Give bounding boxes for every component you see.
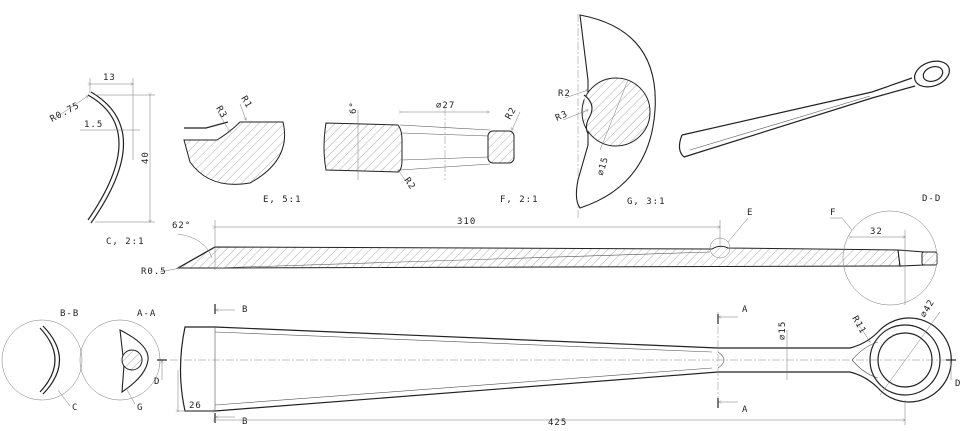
cut-d-left: D xyxy=(154,377,160,387)
section-aa-title: A-A xyxy=(137,309,156,319)
shaft-diameter-15: ⌀15 xyxy=(778,321,788,340)
detail-e-label: E, 5:1 xyxy=(263,195,302,205)
radius-r075: R0.75 xyxy=(49,101,82,125)
section-c-view: 13 40 R0.75 1.5 C, 2:1 xyxy=(49,73,155,247)
radius-r05: R0.5 xyxy=(141,267,167,277)
section-dd-title: D-D xyxy=(922,194,941,204)
dim-26: 26 xyxy=(189,401,202,411)
section-dd-view: D-D 310 62° R0.5 E F 32 xyxy=(141,194,941,306)
section-bb-title: B-B xyxy=(60,309,79,319)
detail-g-label: G, 3:1 xyxy=(627,197,666,207)
callout-f: F xyxy=(830,208,836,218)
radius-r3: R3 xyxy=(213,105,228,121)
callout-e: E xyxy=(747,208,753,218)
section-aa-view: A-A G xyxy=(79,309,161,413)
main-view: B B A A D D 26 425 ⌀15 R11 ⌀42 xyxy=(154,298,960,428)
cut-b-top: B xyxy=(242,305,248,315)
isometric-view xyxy=(678,60,951,158)
fillet-r11: R11 xyxy=(849,315,867,337)
detail-f-view: ⌀27 6° R2 R2 F, 2:1 xyxy=(323,101,539,205)
callout-g: G xyxy=(137,403,143,413)
radius-r3: R3 xyxy=(554,109,570,123)
section-bb-view: B-B C xyxy=(1,309,83,413)
detail-e-view: R3 R1 E, 5:1 xyxy=(183,95,302,205)
diameter-15: ⌀15 xyxy=(596,156,611,177)
section-c-label: C, 2:1 xyxy=(106,237,145,247)
dim-13: 13 xyxy=(103,73,116,83)
detail-g-view: R2 R3 ⌀15 G, 3:1 xyxy=(554,14,665,218)
callout-c: C xyxy=(72,403,78,413)
thickness-1-5: 1.5 xyxy=(84,120,103,130)
cut-d-right: D xyxy=(955,379,960,389)
dim-32: 32 xyxy=(870,227,883,237)
dim-310: 310 xyxy=(457,217,476,227)
angle-6: 6° xyxy=(349,101,359,114)
cut-a-top: A xyxy=(742,305,748,315)
dim-40: 40 xyxy=(141,151,151,164)
angle-62: 62° xyxy=(172,221,191,231)
diameter-27: ⌀27 xyxy=(436,101,455,111)
dim-425: 425 xyxy=(548,418,567,428)
cut-b-bottom: B xyxy=(242,417,248,427)
radius-r2: R2 xyxy=(558,89,571,99)
cut-a-bottom: A xyxy=(742,405,748,415)
detail-f-label: F, 2:1 xyxy=(500,195,539,205)
radius-r1: R1 xyxy=(238,95,253,111)
eye-diameter-42: ⌀42 xyxy=(919,298,937,320)
